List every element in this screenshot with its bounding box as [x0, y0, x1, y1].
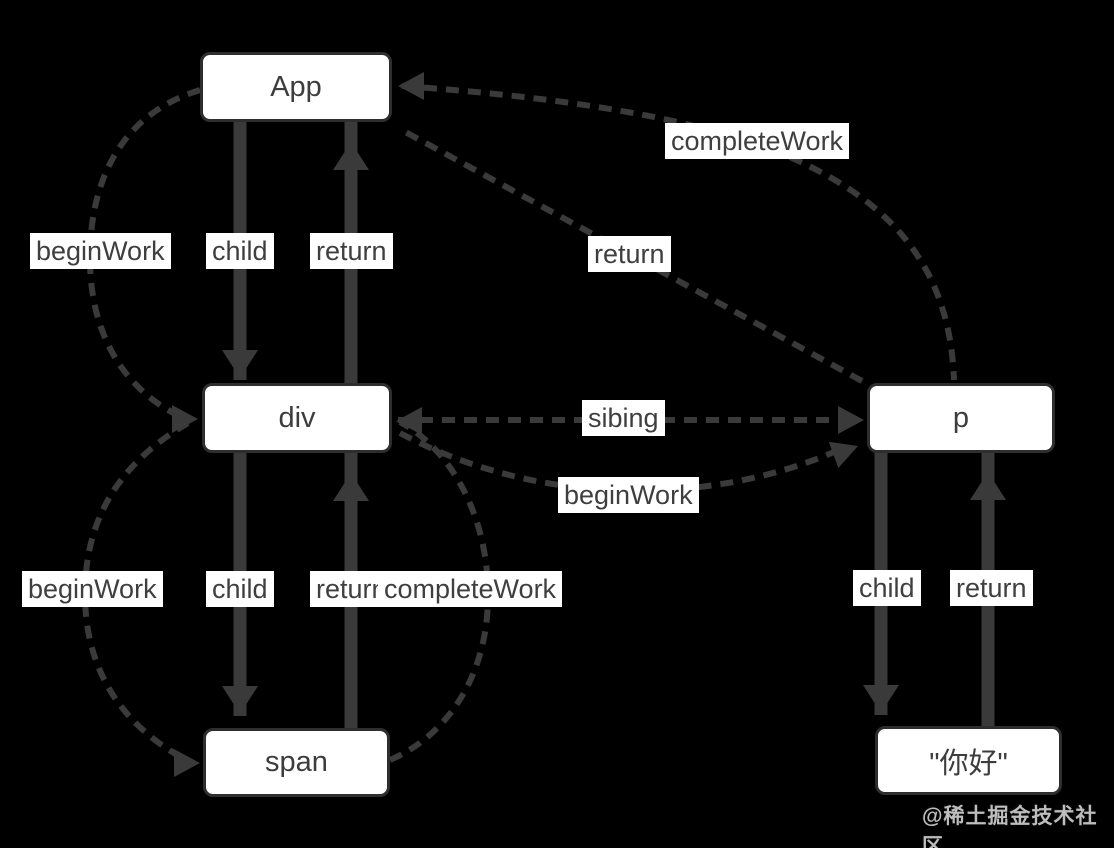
edge-label-beginwork-div-span: beginWork: [22, 571, 163, 608]
arrowhead-beginwork-div-p: [828, 441, 858, 469]
edge-label-beginwork-app-div: beginWork: [30, 233, 171, 270]
edge-label-child-app-div: child: [206, 233, 274, 270]
arrowhead-return-span-div: [333, 473, 369, 501]
edge-label-beginwork-div-p: beginWork: [558, 477, 699, 514]
node-app: App: [200, 52, 392, 122]
node-text-nihao: "你好": [875, 726, 1062, 795]
node-p: p: [867, 383, 1055, 453]
edge-label-completework-span-div: completeWork: [378, 571, 563, 608]
arrowhead-return-div-app: [333, 142, 369, 170]
edge-label-child-p-text: child: [853, 570, 921, 607]
node-div: div: [202, 383, 392, 453]
arrowhead-child-div-span: [222, 686, 258, 714]
watermark: @稀土掘金技术社区: [922, 805, 1098, 848]
edge-label-child-div-span: child: [206, 571, 274, 608]
arrowhead-return-text-p: [970, 472, 1006, 500]
edge-label-return-p-app: return: [588, 236, 671, 273]
edge-label-sibing-div-p: sibing: [582, 400, 665, 437]
edge-label-return-div-app: return: [310, 233, 393, 270]
node-span: span: [203, 728, 390, 797]
arrowhead-beginwork-app-div: [172, 405, 198, 433]
arrowhead-sibing-div-p: [838, 406, 864, 434]
arrowhead-beginwork-div-span: [174, 749, 200, 777]
edge-label-return-text-p: return: [950, 570, 1033, 607]
edge-label-completework-p-app: completeWork: [665, 123, 850, 160]
edge-completework-p-app: [401, 83, 957, 381]
arrowhead-completework-p-app: [398, 72, 424, 100]
arrowhead-child-app-div: [222, 350, 258, 378]
arrowhead-child-p-text: [863, 685, 899, 713]
